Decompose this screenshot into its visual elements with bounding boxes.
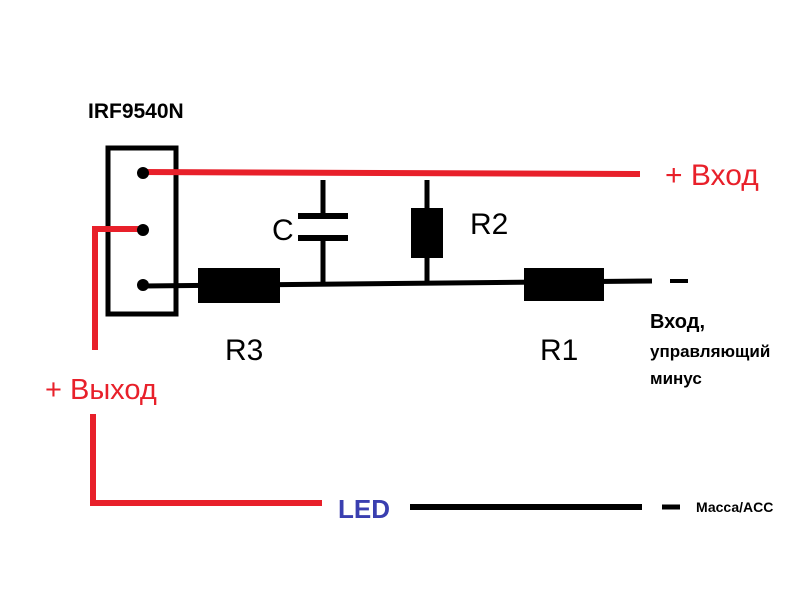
output-plus-label: + Выход — [45, 374, 157, 406]
ground-label: Масса/ACC — [696, 499, 773, 515]
led-label: LED — [338, 494, 390, 524]
capacitor-label: C — [272, 214, 294, 247]
r2-label: R2 — [470, 208, 508, 241]
input-control-line1: Вход, — [650, 311, 705, 333]
gate-output-wire — [92, 226, 143, 350]
transistor-pin-1 — [137, 167, 149, 179]
input-plus-label: + Вход — [665, 159, 759, 192]
transistor-pin-2 — [137, 224, 149, 236]
component-label: IRF9540N — [88, 100, 184, 123]
input-control-line3: минус — [650, 369, 702, 388]
r1-body — [524, 268, 604, 301]
r2-body — [411, 208, 443, 258]
input-control-line2: управляющий — [650, 342, 770, 361]
r1-label: R1 — [540, 334, 578, 367]
transistor-pin-3 — [137, 279, 149, 291]
r3-body — [198, 268, 280, 303]
positive-input-wire — [139, 169, 641, 177]
r3-label: R3 — [225, 334, 263, 367]
output-led-wire — [90, 414, 322, 506]
